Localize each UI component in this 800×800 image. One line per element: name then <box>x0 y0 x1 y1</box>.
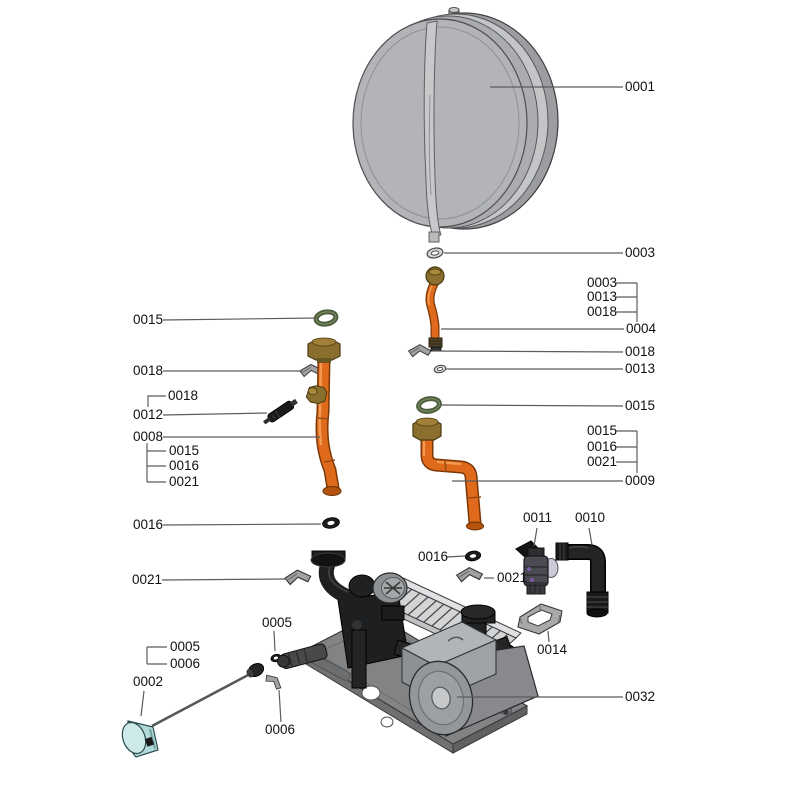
hose-left-collar <box>555 542 569 561</box>
pipe-0008-fitting <box>305 385 328 405</box>
pump-assembly <box>276 550 539 754</box>
callout-0004: 0004 <box>626 321 657 336</box>
pipe-0008-flange <box>322 486 342 496</box>
intake-flange <box>310 552 346 568</box>
callout-0018-elbow: 0018 <box>168 388 199 403</box>
callout-0015-left: 0015 <box>133 312 164 327</box>
callout-0013-group: 0013 <box>587 289 618 304</box>
callout-0006-group: 0006 <box>170 656 201 671</box>
callout-0005-group: 0005 <box>170 639 201 654</box>
pump-hub <box>431 686 451 710</box>
callout-0012: 0012 <box>133 407 164 422</box>
sensor-0012 <box>263 398 298 425</box>
o-ring-0003 <box>426 247 444 259</box>
callout-0003: 0003 <box>625 245 656 260</box>
callout-0016-group1: 0016 <box>169 458 200 473</box>
pipe-0009 <box>412 417 484 531</box>
o-ring-0016-pump <box>464 550 482 562</box>
callout-0013-right: 0013 <box>625 361 656 376</box>
callout-0016-center: 0016 <box>418 549 449 564</box>
sensor-rod <box>151 672 251 728</box>
callout-0008: 0008 <box>133 429 164 444</box>
callout-0016-left: 0016 <box>133 517 164 532</box>
sensor-cap-face <box>121 721 147 755</box>
pipe-0008 <box>305 337 342 496</box>
o-ring-0016-left <box>322 517 340 529</box>
callout-0014: 0014 <box>537 642 568 657</box>
callout-0021-group1: 0021 <box>169 474 200 489</box>
callout-0018-right: 0018 <box>625 344 656 359</box>
pipe-0009-flange <box>466 521 484 531</box>
callout-0021-left: 0021 <box>132 572 163 587</box>
callout-0015-right: 0015 <box>625 398 656 413</box>
clip-0021-center <box>455 566 484 583</box>
vessel-strap <box>423 20 442 237</box>
callout-0006-bottom: 0006 <box>265 722 296 737</box>
bracket-0014 <box>517 603 563 635</box>
clip-0006 <box>265 674 282 690</box>
pipe-0004 <box>425 266 445 352</box>
callout-0032: 0032 <box>625 689 656 704</box>
expansion-vessel <box>352 7 559 243</box>
o-ring-0015-right <box>416 396 442 414</box>
callout-0015-group2: 0015 <box>587 423 618 438</box>
pipe-0004-fitting <box>428 337 443 348</box>
intake-gooseneck <box>318 556 382 632</box>
leader-lines <box>140 86 638 723</box>
callout-0010: 0010 <box>575 510 606 525</box>
callout-0021-center: 0021 <box>497 570 528 585</box>
o-ring-0015-left <box>313 309 339 327</box>
callout-0001: 0001 <box>625 79 656 94</box>
callout-0021-group2: 0021 <box>587 454 618 469</box>
callout-0003-group: 0003 <box>587 275 618 290</box>
o-ring-0013 <box>433 364 447 374</box>
hose-0010 <box>555 542 609 618</box>
drain-valve-0011 <box>515 540 559 595</box>
sensor-0002 <box>121 663 265 758</box>
callout-0015-group1: 0015 <box>169 443 200 458</box>
callout-0002: 0002 <box>133 674 164 689</box>
clip-0021-left <box>284 569 312 586</box>
callout-0009: 0009 <box>625 473 656 488</box>
callout-0018-group: 0018 <box>587 304 618 319</box>
callout-0016-group2: 0016 <box>587 439 618 454</box>
pump-motor <box>400 621 539 737</box>
clip-0018-right <box>407 344 432 358</box>
valve-body <box>523 555 549 587</box>
callout-0005-center: 0005 <box>262 615 293 630</box>
callout-0018-left: 0018 <box>133 363 164 378</box>
callout-0011: 0011 <box>523 510 553 525</box>
